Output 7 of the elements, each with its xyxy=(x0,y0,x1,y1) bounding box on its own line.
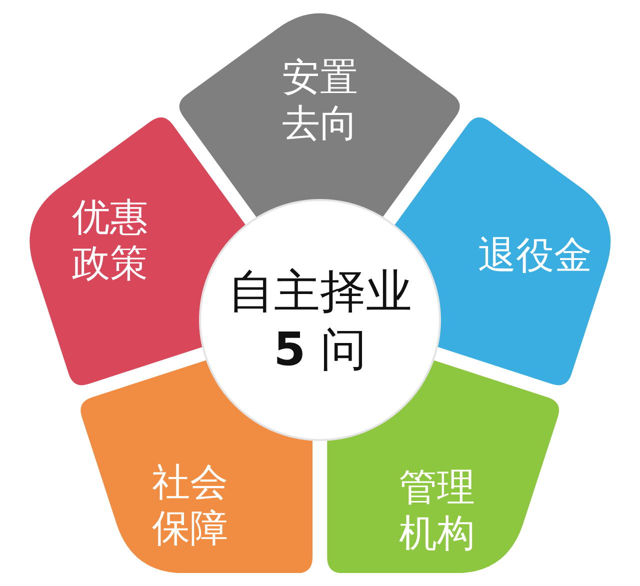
segment-label: 退役金 xyxy=(476,232,593,278)
segment-label: 优惠政策 xyxy=(70,194,149,286)
segment-label: 安置去向 xyxy=(280,54,359,146)
center-subtitle: 5 问 xyxy=(274,321,366,378)
center-title: 自主择业 xyxy=(228,263,412,320)
segment-label: 管理机构 xyxy=(398,464,476,556)
segment-label: 社会保障 xyxy=(150,459,229,551)
